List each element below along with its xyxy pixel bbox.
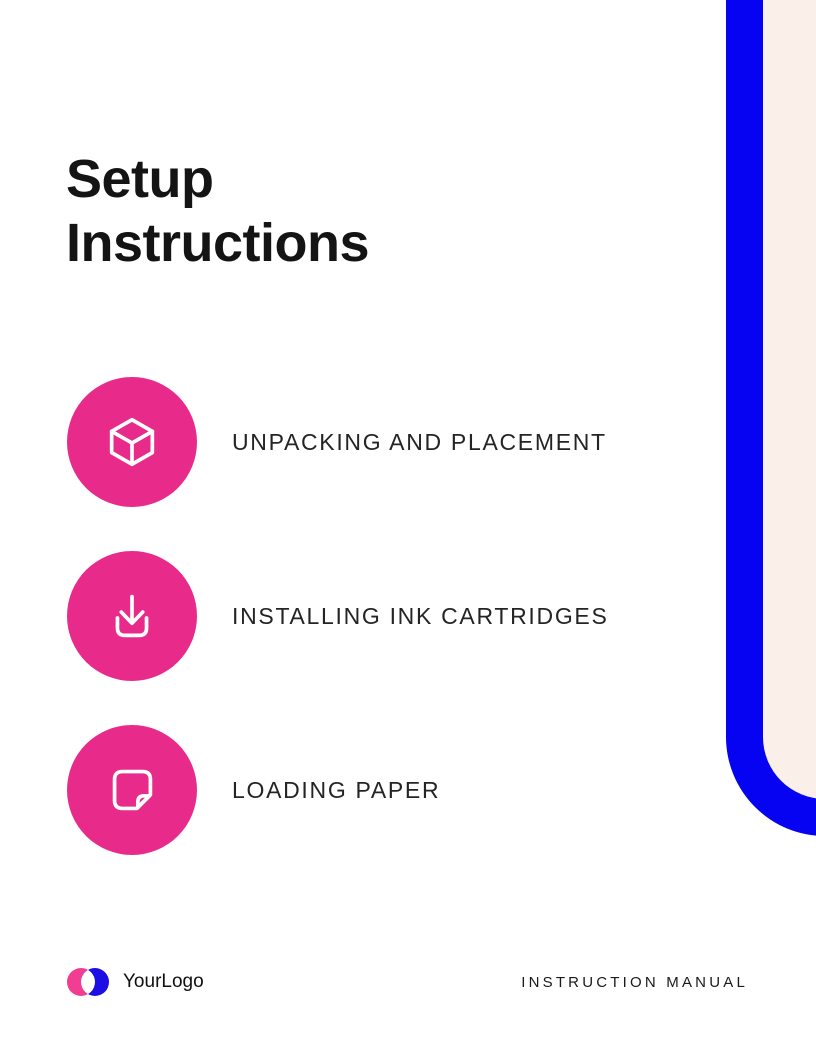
- page-footer: YourLogo INSTRUCTION MANUAL: [66, 961, 748, 1003]
- step-row-ink-cartridges: INSTALLING INK CARTRIDGES: [67, 551, 609, 681]
- step-icon-circle: [67, 725, 197, 855]
- title-line-2: Instructions: [66, 213, 370, 273]
- step-icon-circle: [67, 377, 197, 507]
- steps-list: UNPACKING AND PLACEMENT INSTALLING INK C…: [67, 377, 609, 855]
- decorative-corner-border: [726, 0, 816, 836]
- download-icon: [115, 594, 149, 638]
- logo-icon: [67, 968, 109, 996]
- step-row-unpacking: UNPACKING AND PLACEMENT: [67, 377, 609, 507]
- cube-icon: [109, 417, 155, 467]
- footer-manual-label: INSTRUCTION MANUAL: [521, 973, 748, 991]
- logo-text: YourLogo: [123, 971, 204, 992]
- step-label: LOADING PAPER: [232, 776, 441, 803]
- step-label: UNPACKING AND PLACEMENT: [232, 428, 607, 455]
- step-icon-circle: [67, 551, 197, 681]
- title-line-1: Setup: [66, 149, 214, 209]
- logo: YourLogo: [66, 967, 204, 997]
- step-label: INSTALLING INK CARTRIDGES: [232, 602, 609, 629]
- step-row-loading-paper: LOADING PAPER: [67, 725, 609, 855]
- page-icon: [112, 769, 153, 811]
